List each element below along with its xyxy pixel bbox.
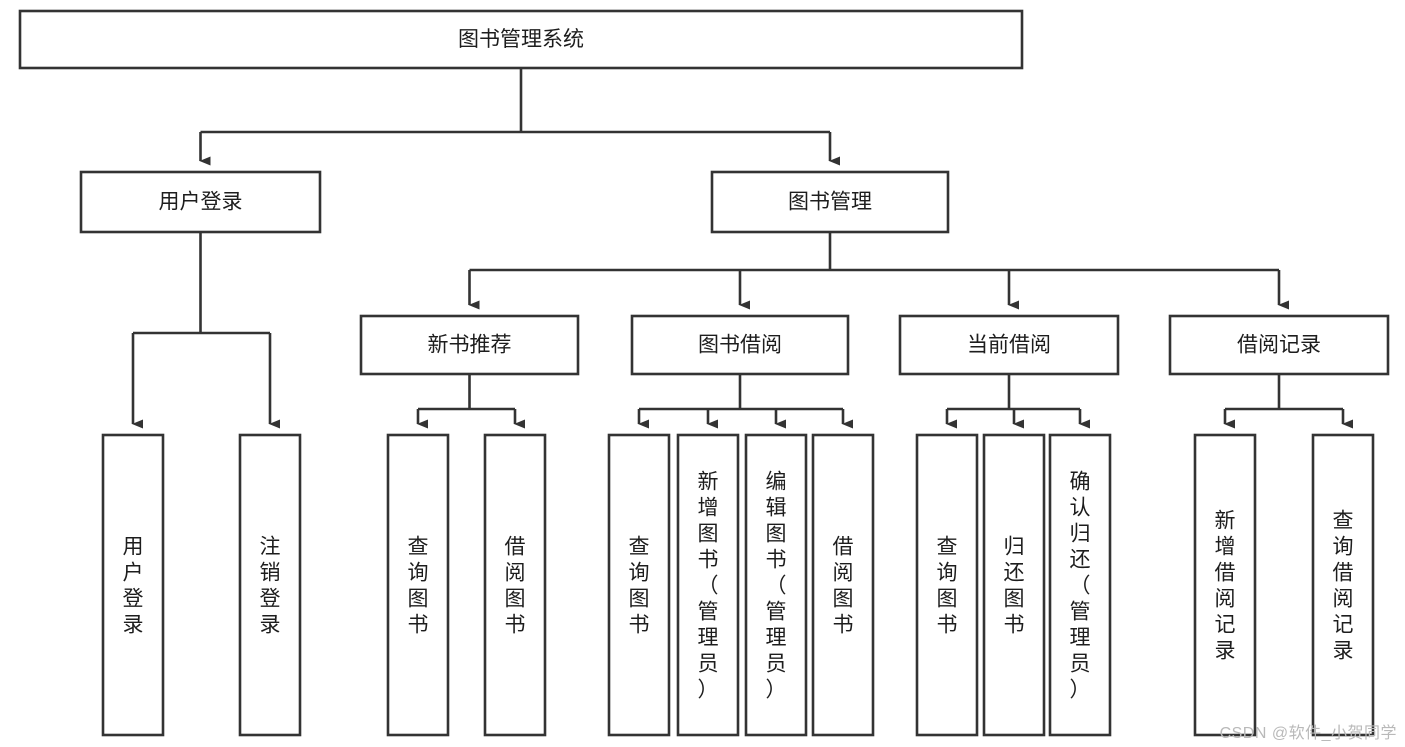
node-label: 用户登录 bbox=[123, 535, 144, 636]
node-查询图书[interactable]: 查询图书 bbox=[915, 433, 979, 737]
node-box[interactable] bbox=[676, 433, 740, 737]
node-box[interactable] bbox=[1168, 314, 1390, 376]
node-box[interactable] bbox=[386, 433, 450, 737]
node-label: 用户登录 bbox=[159, 191, 243, 214]
node-label: 查询图书 bbox=[408, 535, 429, 636]
node-注销登录[interactable]: 注销登录 bbox=[238, 433, 302, 737]
node-label: 借阅记录 bbox=[1237, 334, 1321, 357]
node-boxes: 图书管理系统用户登录图书管理新书推荐图书借阅当前借阅借阅记录用户登录注销登录查询… bbox=[18, 9, 1390, 737]
node-label: 当前借阅 bbox=[967, 334, 1051, 357]
node-label: 新增图书（管理员） bbox=[698, 470, 719, 701]
node-box[interactable] bbox=[18, 9, 1024, 70]
node-图书管理系统[interactable]: 图书管理系统 bbox=[18, 9, 1024, 70]
node-用户登录[interactable]: 用户登录 bbox=[101, 433, 165, 737]
node-label: 借阅图书 bbox=[833, 535, 854, 636]
node-查询借阅记录[interactable]: 查询借阅记录 bbox=[1311, 433, 1375, 737]
node-确认归还-管理员[interactable]: 确认归还（管理员） bbox=[1048, 433, 1112, 737]
node-box[interactable] bbox=[898, 314, 1120, 376]
node-label: 图书管理系统 bbox=[458, 28, 584, 51]
node-box[interactable] bbox=[359, 314, 580, 376]
node-归还图书[interactable]: 归还图书 bbox=[982, 433, 1046, 737]
node-box[interactable] bbox=[744, 433, 808, 737]
node-当前借阅[interactable]: 当前借阅 bbox=[898, 314, 1120, 376]
node-新书推荐[interactable]: 新书推荐 bbox=[359, 314, 580, 376]
node-借阅图书[interactable]: 借阅图书 bbox=[483, 433, 547, 737]
node-box[interactable] bbox=[982, 433, 1046, 737]
node-box[interactable] bbox=[1311, 433, 1375, 737]
node-label: 查询借阅记录 bbox=[1333, 509, 1354, 662]
node-box[interactable] bbox=[79, 170, 322, 234]
node-box[interactable] bbox=[1193, 433, 1257, 737]
node-label: 确认归还（管理员） bbox=[1070, 470, 1091, 701]
node-box[interactable] bbox=[483, 433, 547, 737]
node-box[interactable] bbox=[101, 433, 165, 737]
node-图书管理[interactable]: 图书管理 bbox=[710, 170, 950, 234]
node-label: 归还图书 bbox=[1004, 535, 1025, 636]
node-编辑图书-管理员[interactable]: 编辑图书（管理员） bbox=[744, 433, 808, 737]
node-新增图书-管理员[interactable]: 新增图书（管理员） bbox=[676, 433, 740, 737]
node-label: 图书借阅 bbox=[698, 334, 782, 357]
node-新增借阅记录[interactable]: 新增借阅记录 bbox=[1193, 433, 1257, 737]
node-label: 新增借阅记录 bbox=[1215, 509, 1236, 662]
node-图书借阅[interactable]: 图书借阅 bbox=[630, 314, 850, 376]
node-box[interactable] bbox=[238, 433, 302, 737]
node-box[interactable] bbox=[710, 170, 950, 234]
node-用户登录[interactable]: 用户登录 bbox=[79, 170, 322, 234]
node-label: 查询图书 bbox=[937, 535, 958, 636]
node-label: 编辑图书（管理员） bbox=[766, 470, 787, 701]
connector-lines bbox=[131, 68, 1353, 429]
node-label: 借阅图书 bbox=[505, 535, 526, 636]
node-box[interactable] bbox=[607, 433, 671, 737]
node-label: 注销登录 bbox=[260, 535, 281, 636]
node-借阅图书[interactable]: 借阅图书 bbox=[811, 433, 875, 737]
node-查询图书[interactable]: 查询图书 bbox=[386, 433, 450, 737]
node-label: 图书管理 bbox=[788, 191, 872, 214]
node-label: 查询图书 bbox=[629, 535, 650, 636]
node-box[interactable] bbox=[1048, 433, 1112, 737]
node-借阅记录[interactable]: 借阅记录 bbox=[1168, 314, 1390, 376]
node-label: 新书推荐 bbox=[428, 334, 512, 357]
node-box[interactable] bbox=[630, 314, 850, 376]
node-box[interactable] bbox=[811, 433, 875, 737]
csdn-watermark: CSDN @软件_小贺同学 bbox=[1219, 725, 1397, 742]
node-查询图书[interactable]: 查询图书 bbox=[607, 433, 671, 737]
node-box[interactable] bbox=[915, 433, 979, 737]
